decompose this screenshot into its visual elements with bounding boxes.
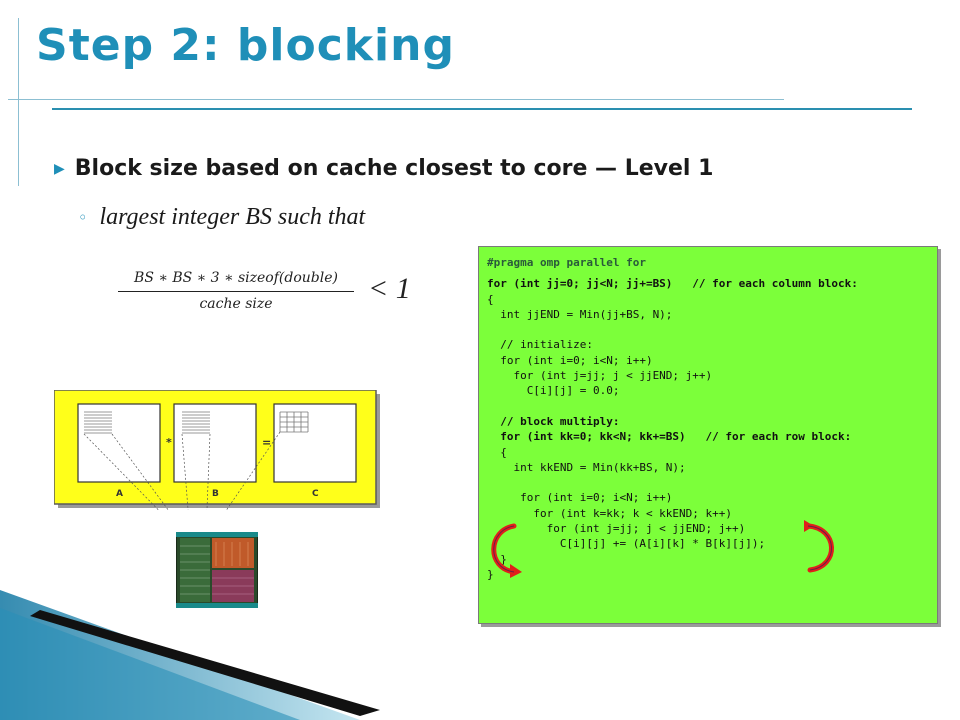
code-line: for (int i=0; i<N; i++): [487, 353, 653, 367]
code-line: // block multiply:: [487, 414, 620, 428]
code-line: }: [487, 567, 494, 581]
bullet-level-2-text: largest integer BS such that: [99, 204, 366, 230]
code-block: #pragma omp parallel for for (int jj=0; j…: [478, 246, 938, 624]
formula-numerator: BS ∗ BS ∗ 3 ∗ sizeof(double): [134, 270, 338, 286]
decorative-corner-swoosh: [0, 590, 380, 720]
bullet-level-2: ◦ largest integer BS such that: [78, 204, 365, 231]
loop-arrow-right-icon: [804, 520, 834, 573]
code-line: }: [487, 552, 507, 566]
triangle-bullet-icon: ▶: [54, 160, 65, 177]
bullet-level-1-text: Block size based on cache closest to cor…: [74, 156, 714, 181]
cache-mapping-lines: [83, 431, 281, 510]
code-line: [487, 475, 937, 490]
code-line: {: [487, 445, 507, 459]
formula-comparison: < 1: [368, 272, 411, 305]
code-line: for (int j=jj; j < jjEND; j++): [487, 369, 713, 383]
matrix-a-label: A: [116, 489, 123, 499]
matrix-a: [77, 403, 161, 483]
matrix-b-label: B: [212, 489, 219, 499]
matrix-multiply-diagram: * = A B C: [54, 390, 380, 510]
title-vertical-rule: [18, 18, 19, 186]
formula-denominator: cache size: [199, 296, 273, 312]
matrix-c-label: C: [312, 489, 319, 499]
bullet-level-1: ▶ Block size based on cache closest to c…: [54, 156, 713, 181]
code-line: [487, 322, 937, 337]
code-line: [487, 399, 937, 414]
code-line: // initialize:: [487, 338, 593, 352]
code-line: for (int k=kk; k < kkEND; k++): [487, 506, 733, 520]
title-underline-thin: [8, 99, 784, 100]
code-line: for (int i=0; i<N; i++): [487, 491, 673, 505]
code-line: for (int jj=0; jj<N; jj+=BS) // for each…: [487, 277, 858, 291]
processor-die-image: [176, 532, 258, 608]
fraction-bar: [118, 291, 354, 292]
code-line: {: [487, 292, 494, 306]
ring-bullet-icon: ◦: [78, 208, 88, 227]
block-size-formula: BS ∗ BS ∗ 3 ∗ sizeof(double) cache size: [118, 270, 354, 312]
matrix-c: [273, 403, 357, 483]
slide-title: Step 2: blocking: [36, 20, 455, 71]
equals-operator: =: [262, 436, 271, 449]
multiply-operator: *: [166, 436, 172, 449]
code-line: int jjEND = Min(jj+BS, N);: [487, 307, 673, 321]
code-line: C[i][j] = 0.0;: [487, 384, 620, 398]
code-line: for (int j=jj; j < jjEND; j++): [487, 522, 746, 536]
code-line: int kkEND = Min(kk+BS, N);: [487, 460, 686, 474]
matrix-b: [173, 403, 257, 483]
code-line: C[i][j] += (A[i][k] * B[k][j]);: [487, 537, 766, 551]
loop-arrow-left-icon: [491, 523, 522, 578]
code-line: #pragma omp parallel for: [487, 256, 646, 269]
code-line: for (int kk=0; kk<N; kk+=BS) // for each…: [487, 430, 852, 444]
title-underline-thick: [52, 108, 912, 110]
